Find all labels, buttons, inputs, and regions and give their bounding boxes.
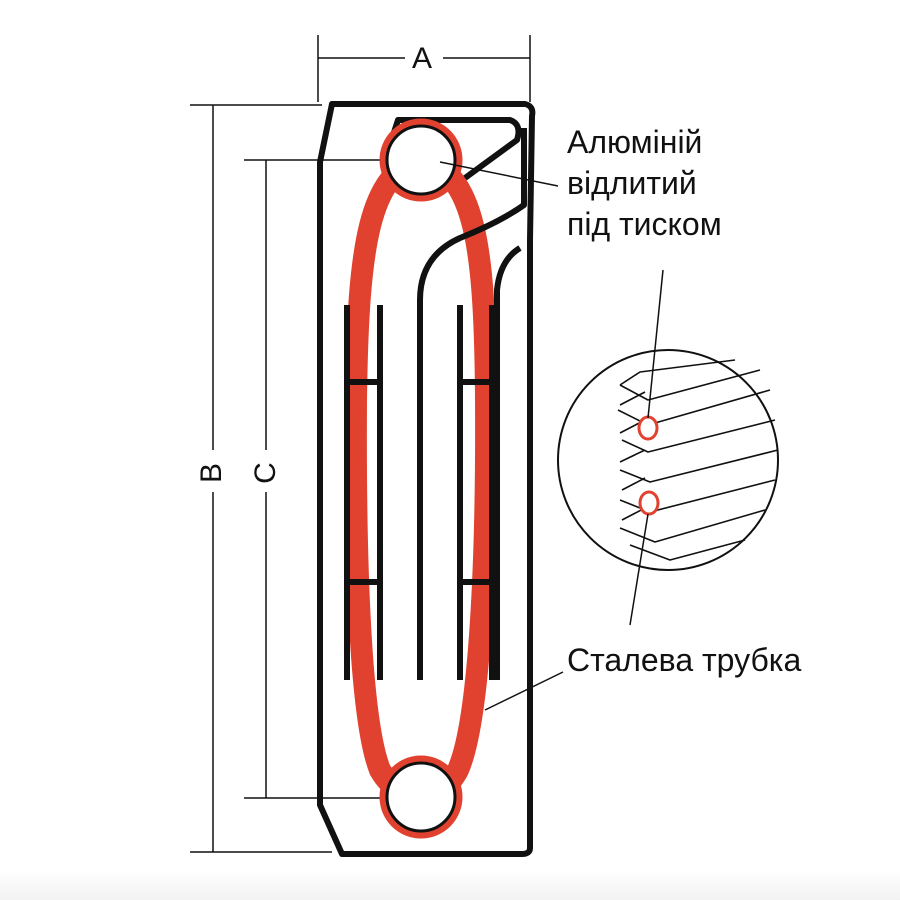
dimension-b [190,104,332,853]
bottom-port [379,755,463,839]
aluminium-callout-line2: відлитий [567,165,697,201]
radiator-body-outline [317,101,536,857]
steel-tube-callout: Сталева трубка [567,642,802,678]
dimension-a-label: A [412,42,433,75]
radiator-inner-channel [382,117,522,181]
leader-lines [439,161,664,711]
radiator-right-rib [494,245,522,680]
dimension-a [317,35,531,102]
top-port [379,118,463,202]
aluminium-callout-line3: під тиском [567,206,722,242]
aluminium-callout: Алюміній відлитий під тиском [567,122,722,245]
radiator-inner-fin-curve [417,128,527,680]
dimension-c-label: C [248,462,282,484]
radiator-fins [344,305,495,680]
dimension-b-label: B [195,462,229,484]
aluminium-callout-line1: Алюміній [567,124,703,160]
detail-magnifier [557,349,779,571]
